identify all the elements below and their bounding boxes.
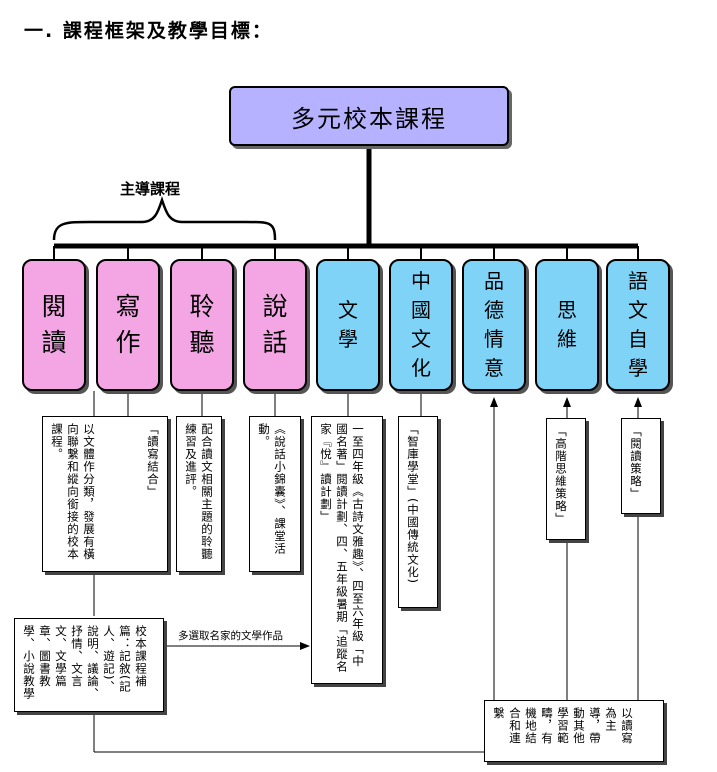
node-chinese-culture: 中國文化 — [389, 259, 453, 391]
node-writing: 寫作 — [96, 259, 160, 391]
note-thinking-text: 「高階思維策略」 — [554, 425, 568, 525]
root-node: 多元校本課程 — [229, 86, 509, 146]
node-self-learning: 語文自學 — [606, 259, 670, 391]
arrow-label-literature: 多選取名家的文學作品 — [178, 630, 283, 642]
note-self-learning: 「閱讀策略」 — [621, 418, 661, 514]
note-literature-text: 一至四年級《古詩文雅趣》、四至六年級「中國名著」閱讀計劃、四、五年級暑期「追蹤名… — [319, 423, 365, 673]
node-literature: 文學 — [316, 259, 380, 391]
node-label: 中國文化 — [411, 269, 431, 380]
node-reading: 閱讀 — [22, 259, 86, 391]
node-morality: 品德情意 — [462, 259, 526, 391]
note-listening: 配合讀文相關主題的聆聽練習及進評。 — [176, 416, 222, 572]
node-label: 聆聽 — [189, 291, 215, 357]
note-supplement-text: 校本課程補篇：記敘(記人、遊記)、說明、議論、抒情、文言文、文學篇章、圖書教學、… — [22, 625, 148, 700]
note-chinese-culture-text: 「智庫學堂」(中國傳統文化) — [406, 423, 420, 584]
node-label: 說話 — [262, 291, 288, 357]
node-label: 閱讀 — [41, 291, 67, 357]
note-speaking: 《說話小錦囊》、課堂活動。 — [249, 416, 301, 572]
node-label: 思維 — [557, 298, 577, 351]
note-integration: 以讀寫為主導，帶動其他學習範疇，有機地結合和連繫 — [484, 700, 664, 762]
note-self-learning-text: 「閱讀策略」 — [629, 425, 643, 500]
note-writing-text: 「讀寫結合」 — [146, 423, 160, 498]
node-label: 文學 — [338, 298, 358, 351]
page-heading: 一. 課程框架及教學目標： — [24, 20, 273, 42]
note-listening-text: 配合讀文相關主題的聆聽練習及進評。 — [184, 423, 214, 561]
note-supplement: 校本課程補篇：記敘(記人、遊記)、說明、議論、抒情、文言文、文學篇章、圖書教學、… — [14, 618, 164, 712]
node-label: 寫作 — [115, 291, 141, 357]
node-listening: 聆聽 — [170, 259, 234, 391]
node-thinking: 思維 — [535, 259, 599, 391]
note-literature: 一至四年級《古詩文雅趣》、四至六年級「中國名著」閱讀計劃、四、五年級暑期「追蹤名… — [311, 416, 383, 684]
note-thinking: 「高階思維策略」 — [546, 418, 586, 540]
note-reading-text: 以文體作分類，發展有橫向聯繫和縱向銜接的校本課程。 — [50, 423, 96, 561]
node-label: 品德情意 — [484, 269, 504, 380]
note-integration-text: 以讀寫為主導，帶動其他學習範疇，有機地結合和連繫 — [492, 707, 634, 745]
note-reading-writing: 「讀寫結合」 以文體作分類，發展有橫向聯繫和縱向銜接的校本課程。 — [42, 416, 168, 572]
node-speaking: 說話 — [243, 259, 307, 391]
note-chinese-culture: 「智庫學堂」(中國傳統文化) — [398, 416, 438, 608]
lead-courses-label: 主導課程 — [120, 180, 181, 198]
node-label: 語文自學 — [628, 269, 648, 380]
note-speaking-text: 《說話小錦囊》、課堂活動。 — [257, 423, 287, 555]
